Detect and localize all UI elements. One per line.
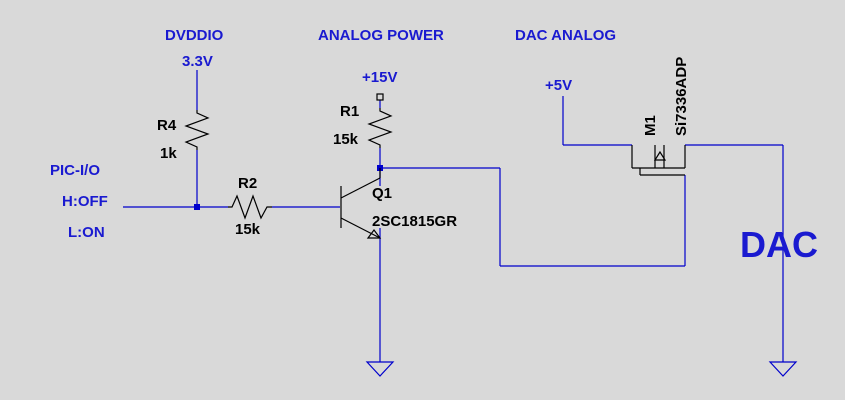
input-name-label: PIC-I/O: [50, 162, 100, 179]
r2-ref: R2: [238, 175, 257, 192]
mosfet-icon: [631, 145, 686, 176]
rail-15v-label: +15V: [362, 69, 397, 86]
dac-output-label: DAC: [740, 224, 818, 265]
r4-ref: R4: [157, 117, 177, 134]
heading-dvddio: DVDDIO: [165, 27, 224, 44]
input-low-state: L:ON: [68, 224, 105, 241]
rail-3v3-label: 3.3V: [182, 53, 213, 70]
ground-icon: [768, 361, 798, 377]
r4-value: 1k: [160, 145, 177, 162]
r2-value: 15k: [235, 221, 261, 238]
q1-ref: Q1: [372, 185, 392, 202]
resistor-icon: [228, 194, 272, 220]
q1-part: 2SC1815GR: [372, 213, 457, 230]
rail-5v-label: +5V: [545, 77, 572, 94]
ground-icon: [365, 361, 395, 377]
heading-dac-analog: DAC ANALOG: [515, 27, 616, 44]
r1-ref: R1: [340, 103, 359, 120]
resistor-icon: [184, 110, 210, 150]
resistor-icon: [367, 108, 393, 148]
input-high-state: H:OFF: [62, 193, 108, 210]
r1-value: 15k: [333, 131, 359, 148]
m1-part: Si7336ADP: [673, 57, 690, 136]
junction-r4-r2: [194, 204, 200, 210]
npn-transistor-icon: [340, 168, 382, 239]
power-flag-icon: [376, 93, 384, 101]
heading-analog-power: ANALOG POWER: [318, 27, 444, 44]
m1-ref: M1: [642, 115, 659, 136]
wires: [123, 70, 784, 362]
